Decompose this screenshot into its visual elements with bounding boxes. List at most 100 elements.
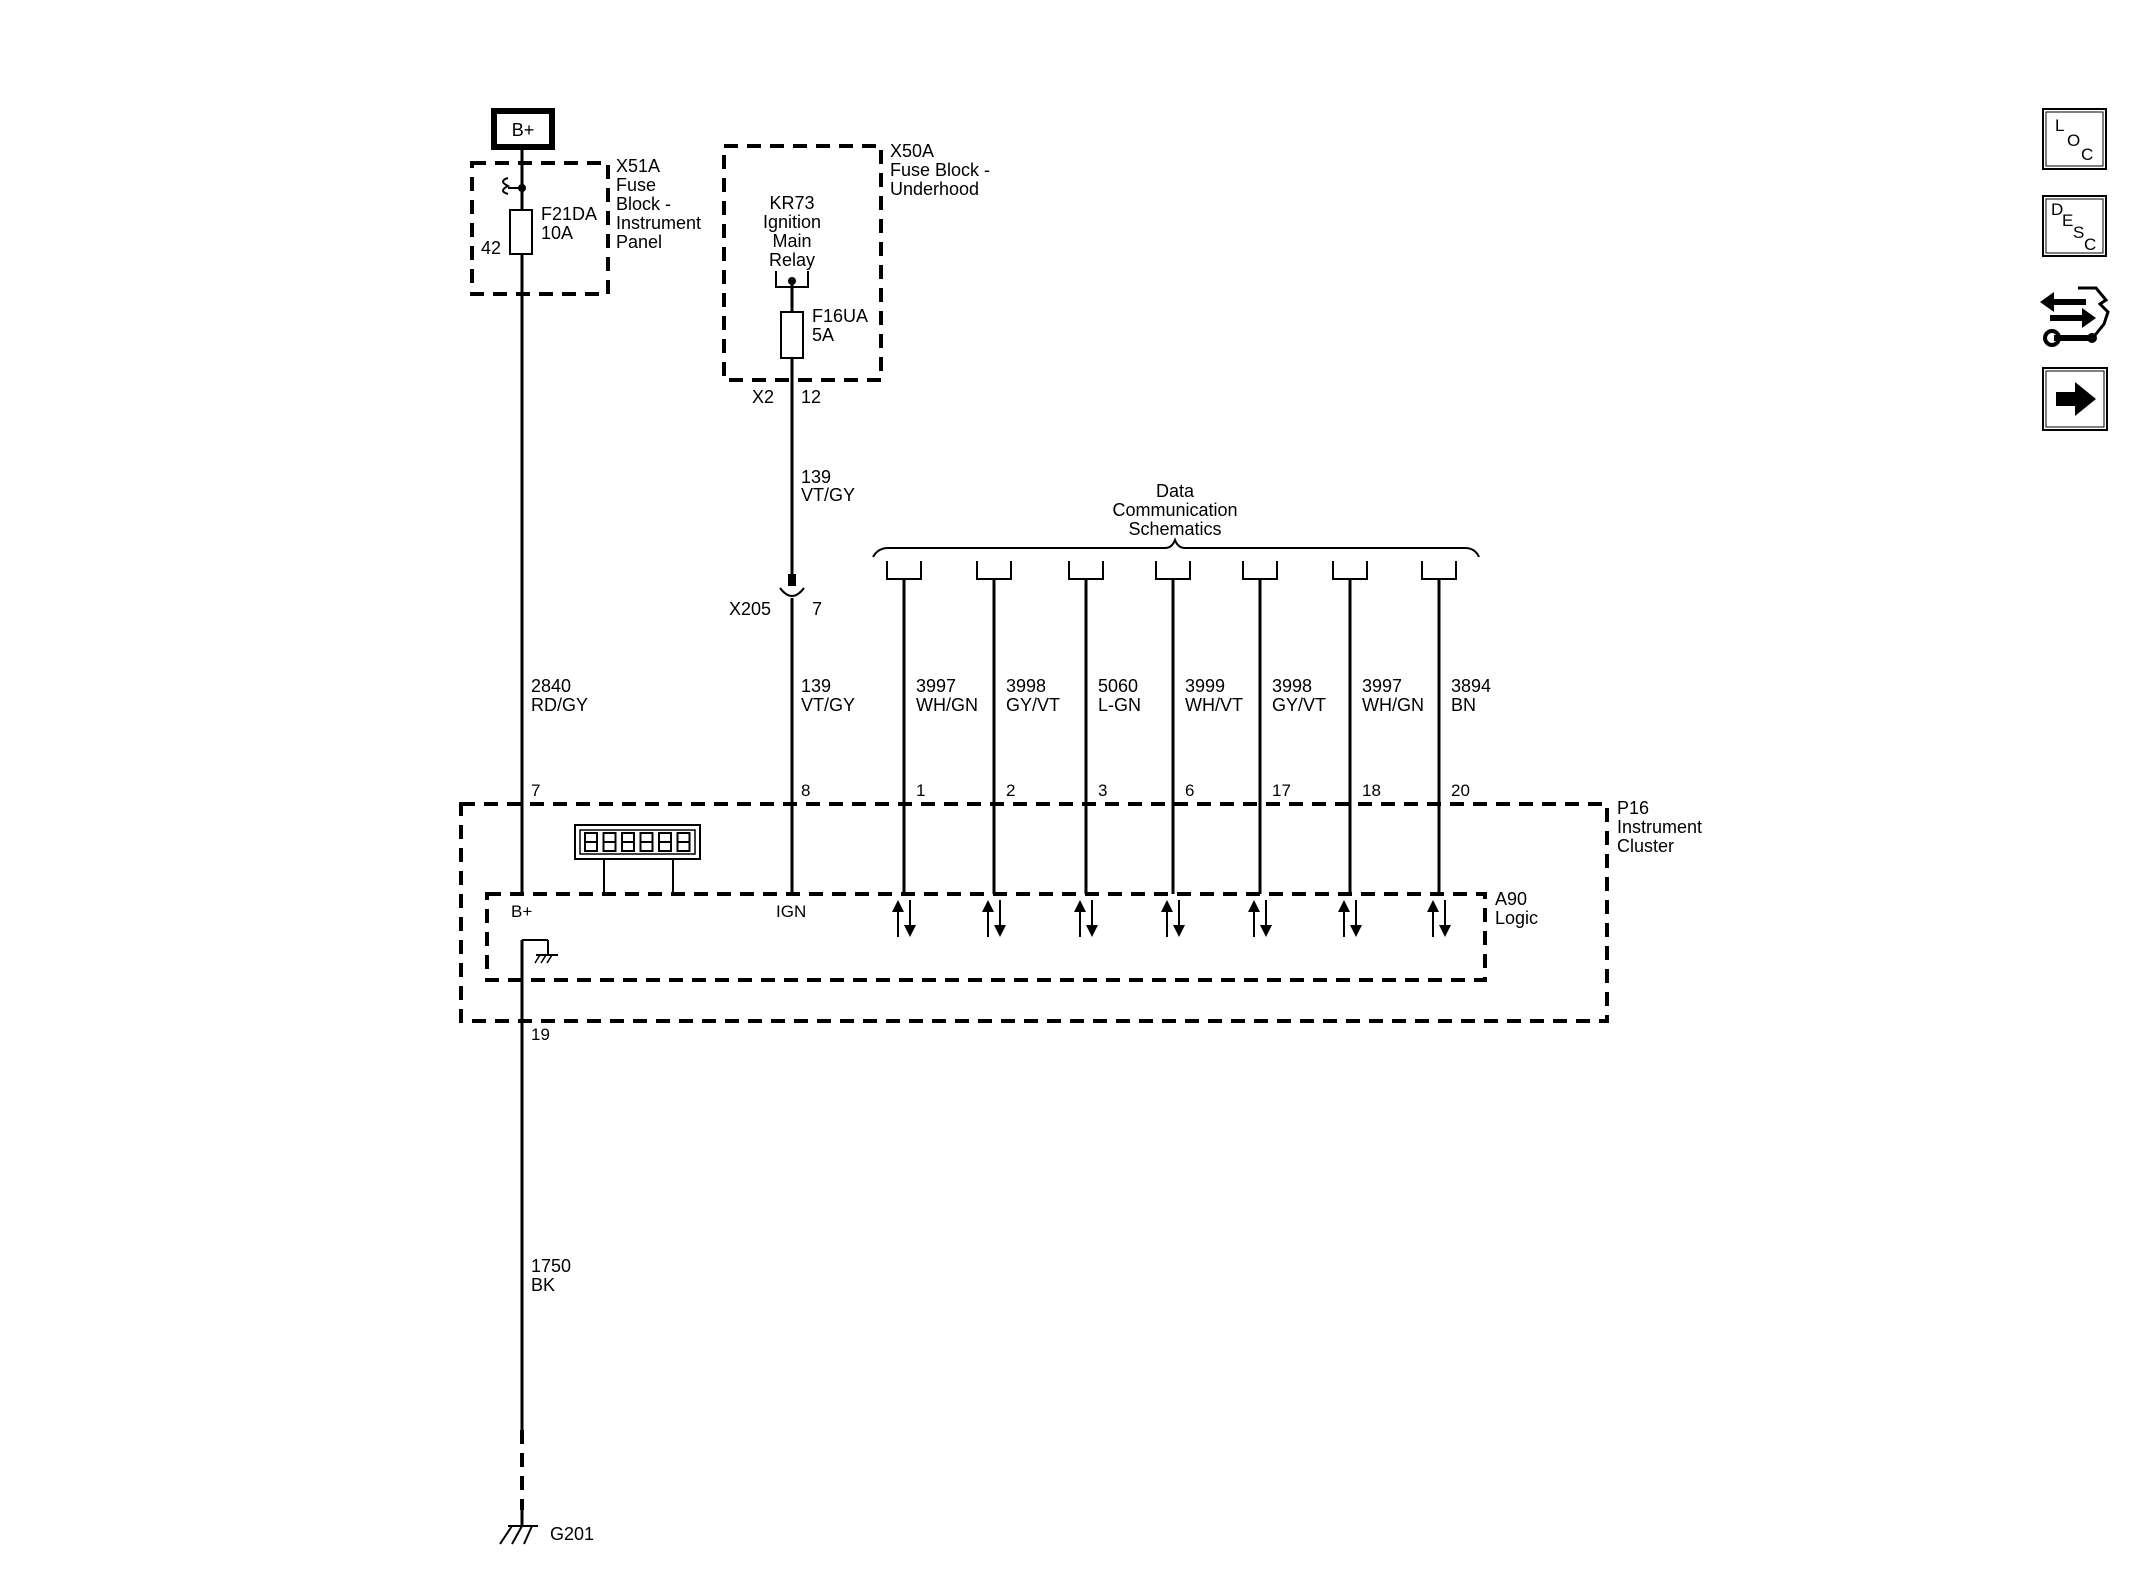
data-line-pin: 1	[916, 781, 925, 800]
bidirectional-arrow-icon	[1248, 900, 1272, 937]
data-bus-title-2: Communication	[1112, 500, 1237, 520]
wire-2840-color: RD/GY	[531, 695, 588, 715]
display-digit	[602, 832, 617, 852]
data-line-pin: 2	[1006, 781, 1015, 800]
x205-name: X205	[729, 599, 771, 619]
desc-letter-e: E	[2062, 211, 2073, 230]
wire-139-lower-circuit: 139	[801, 676, 831, 696]
battery-power-source: B+	[491, 108, 555, 150]
data-bus-title-1: Data	[1156, 481, 1195, 501]
fuse-block-instrument-panel: X51A Fuse Block - Instrument Panel F21DA…	[470, 156, 701, 296]
wire-1750-pin: 19	[531, 1025, 550, 1044]
desc-letter-c: C	[2084, 235, 2096, 254]
fuse-block-uh-connector: X2	[752, 387, 774, 407]
wire-1750-circuit: 1750	[531, 1256, 571, 1276]
instrument-cluster: P16 Instrument Cluster A90 Logic B+ IGN	[459, 798, 1702, 1023]
wire-2840-circuit: 2840	[531, 676, 571, 696]
data-line-color: L-GN	[1098, 695, 1141, 715]
fuse-f21da-icon	[509, 209, 533, 255]
data-bus-bracket	[872, 537, 1480, 558]
fuse-block-uh-desc-1: Fuse Block -	[890, 160, 990, 180]
fuse-block-uh-pin: 12	[801, 387, 821, 407]
data-line-pin: 17	[1272, 781, 1291, 800]
display-digit	[639, 832, 654, 852]
fuse-block-ip-desc-2: Block -	[616, 194, 671, 214]
data-line-color: WH/VT	[1185, 695, 1243, 715]
relay-desc-3: Relay	[769, 250, 815, 270]
wire-139-upper-circuit: 139	[801, 467, 831, 487]
cluster-desc-2: Cluster	[1617, 836, 1674, 856]
fuse-block-ip-name: X51A	[616, 156, 660, 176]
next-button[interactable]	[2042, 367, 2108, 431]
wire-139-lower-pin: 8	[801, 781, 810, 800]
data-communication-bus: Data Communication Schematics	[872, 481, 1480, 558]
wrench-arrows-icon	[2040, 286, 2110, 347]
data-line-color: GY/VT	[1006, 695, 1060, 715]
wire-2840-pin: 7	[531, 781, 540, 800]
fuse-block-uh-desc-2: Underhood	[890, 179, 979, 199]
data-line-color: BN	[1451, 695, 1476, 715]
data-line-circuit: 3998	[1272, 676, 1312, 696]
bidirectional-arrow-icon	[1427, 900, 1451, 937]
location-button[interactable]: L O C	[2042, 108, 2107, 170]
logic-ign-label: IGN	[776, 902, 806, 921]
wire-139-lower-color: VT/GY	[801, 695, 855, 715]
logic-module	[485, 892, 1487, 982]
ground-g201-icon	[499, 1510, 538, 1545]
desc-letter-d: D	[2051, 200, 2063, 219]
logic-name: A90	[1495, 889, 1527, 909]
data-line-circuit: 3997	[1362, 676, 1402, 696]
logic-desc: Logic	[1495, 908, 1538, 928]
display-icon	[574, 824, 701, 895]
data-line-circuit: 3998	[1006, 676, 1046, 696]
data-line-pin: 20	[1451, 781, 1470, 800]
description-button[interactable]: D E S C	[2042, 195, 2107, 257]
fuse-block-ip-desc-4: Panel	[616, 232, 662, 252]
loc-letter-o: O	[2067, 131, 2080, 150]
cluster-desc-1: Instrument	[1617, 817, 1702, 837]
fuse-f16ua-name: F16UA	[812, 306, 868, 326]
wire-1750-color: BK	[531, 1275, 555, 1295]
relay-name: KR73	[769, 193, 814, 213]
bidirectional-arrow-icon	[982, 900, 1006, 937]
display-digit	[658, 832, 672, 852]
fuse-block-ip-desc-1: Fuse	[616, 175, 656, 195]
display-digit	[584, 832, 598, 852]
data-line-pin: 3	[1098, 781, 1107, 800]
fuse-block-ip-pin: 42	[481, 238, 501, 258]
fuse-f21da-name: F21DA	[541, 204, 597, 224]
fuse-f16ua-icon	[780, 311, 804, 359]
data-bus-title-3: Schematics	[1128, 519, 1221, 539]
data-line-color: WH/GN	[916, 695, 978, 715]
battery-label: B+	[512, 120, 535, 140]
cluster-name: P16	[1617, 798, 1649, 818]
data-line-pin: 6	[1185, 781, 1194, 800]
diagnostic-tools-button[interactable]	[2040, 278, 2110, 350]
relay-desc-2: Main	[772, 231, 811, 251]
fuse-f16ua-rating: 5A	[812, 325, 834, 345]
desc-letter-s: S	[2073, 223, 2084, 242]
relay-desc-1: Ignition	[763, 212, 821, 232]
fuse-block-uh-name: X50A	[890, 141, 934, 161]
bidirectional-arrow-icon	[1338, 900, 1362, 937]
ground-g201-name: G201	[550, 1524, 594, 1544]
logic-bplus-label: B+	[511, 902, 532, 921]
fuse-block-underhood: X50A Fuse Block - Underhood KR73 Ignitio…	[722, 141, 990, 407]
x205-pin: 7	[812, 599, 822, 619]
data-line-pin: 18	[1362, 781, 1381, 800]
data-line-circuit: 3999	[1185, 676, 1225, 696]
inline-connector-x205: X205 7	[729, 574, 822, 619]
loc-letter-c: C	[2081, 145, 2093, 164]
internal-ground-icon	[522, 939, 558, 964]
bidirectional-arrow-icon	[1074, 900, 1098, 937]
data-line-color: WH/GN	[1362, 695, 1424, 715]
arrow-right-icon	[2056, 382, 2096, 416]
wire-139-upper-color: VT/GY	[801, 485, 855, 505]
